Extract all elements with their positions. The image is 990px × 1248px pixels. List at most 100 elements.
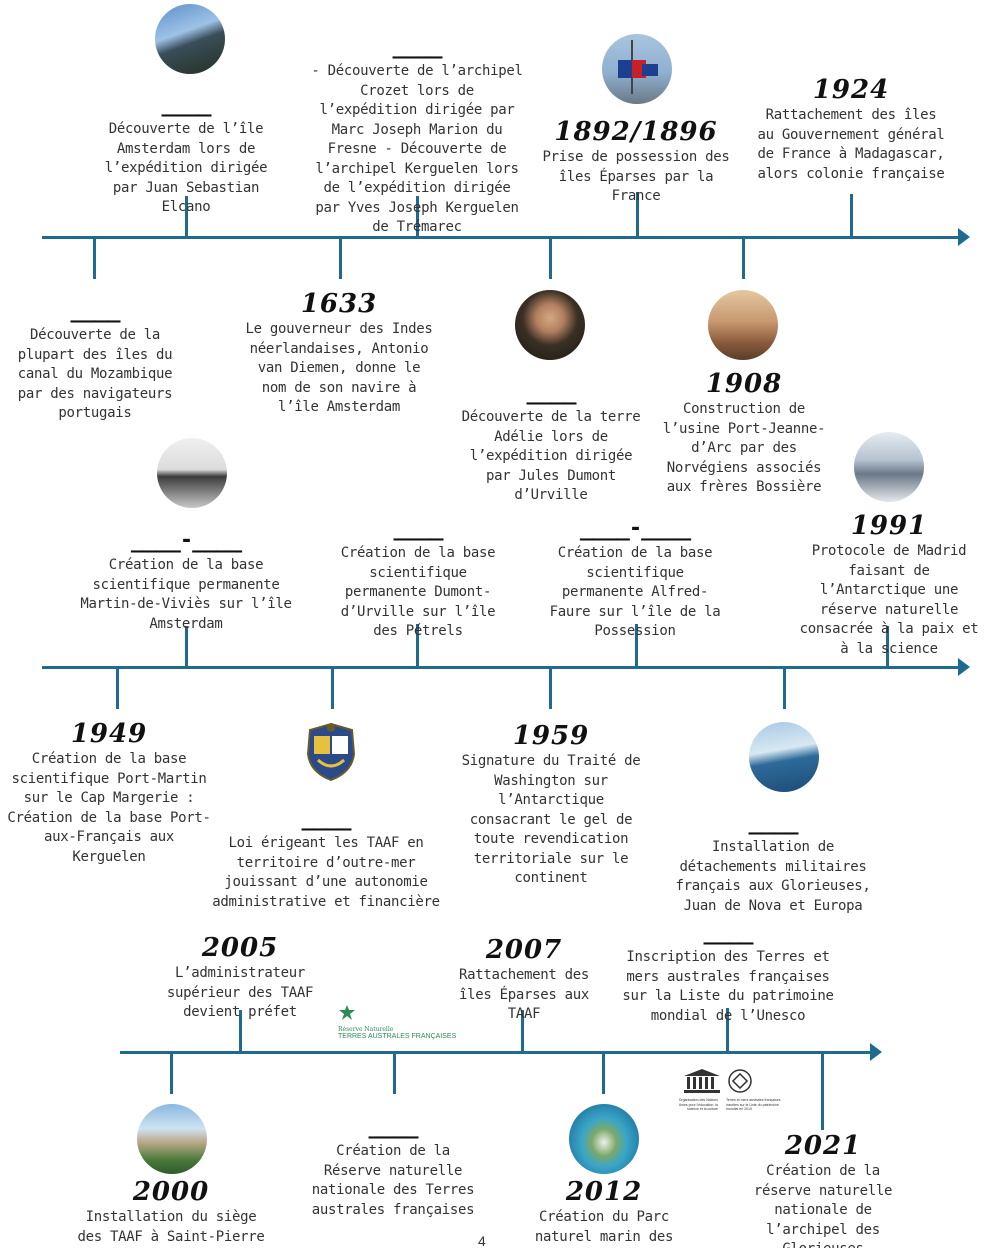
event-desc: Découverte de la terre Adélie lors de l’…	[461, 409, 641, 503]
event-dumont-durville-base: ____ Création de la base scientifique pe…	[328, 518, 508, 642]
event-desc: L’administrateur supérieur des TAAF devi…	[166, 965, 314, 1020]
event-year: ____-____	[130, 528, 242, 553]
event-desc: Découverte de l’île Amsterdam lors de l’…	[104, 121, 268, 215]
tick	[339, 237, 342, 279]
reserve-naturelle-icon	[339, 1005, 355, 1020]
tick	[170, 1052, 173, 1094]
event-year: ____	[392, 34, 443, 59]
event-elcano: ____ Découverte de l’île Amsterdam lors …	[96, 94, 276, 218]
photo-saint-pierre-building	[137, 1104, 207, 1174]
event-year: 1959	[512, 721, 590, 751]
tick	[185, 626, 188, 668]
tick	[416, 624, 419, 668]
tick	[821, 1052, 824, 1130]
event-year: ____	[393, 516, 444, 541]
event-year: 1892/1896	[554, 117, 718, 147]
event-rattachement-2007: 2007 Rattachement des îles Éparses aux T…	[442, 934, 606, 1025]
photo-flag-raising	[602, 34, 672, 104]
event-desc: Découverte de la plupart des îles du can…	[17, 327, 173, 421]
event-desc: Inscription des Terres et mers australes…	[622, 949, 834, 1024]
event-madagascar: 1924 Rattachement des îles au Gouverneme…	[756, 74, 946, 184]
event-year: 1949	[70, 719, 148, 749]
tick	[393, 1052, 396, 1094]
unesco-logo: Organisation des Nations Unies pour l’éd…	[672, 1068, 788, 1120]
event-year: 2000	[132, 1177, 210, 1207]
event-desc: Prise de possession des îles Éparses par…	[542, 149, 730, 204]
event-year: ____	[703, 920, 754, 945]
timeline-axis-1	[42, 236, 960, 239]
event-washington: 1959 Signature du Traité de Washington s…	[458, 720, 644, 889]
event-crozet-kerguelen: ____ - Découverte de l’archipel Crozet l…	[308, 36, 526, 238]
event-year: ____-____	[579, 516, 691, 541]
event-port-martin: 1949 Création de la base scientifique Po…	[6, 718, 212, 867]
axis-arrow-3	[870, 1043, 882, 1061]
event-alfred-faure: ____-____ Création de la base scientifiq…	[542, 518, 728, 642]
event-year: 2007	[485, 935, 563, 965]
event-year: 2005	[201, 933, 279, 963]
unesco-org-text: Organisation des Nations Unies pour l’éd…	[678, 1098, 718, 1111]
event-desc: Création du Parc naturel marin des Glori…	[534, 1209, 674, 1245]
photo-snowy-mountain	[854, 432, 924, 502]
event-reserve-naturelle: ____ Création de la Réserve naturelle na…	[304, 1116, 482, 1220]
event-year: 1908	[705, 369, 783, 399]
tick	[239, 1010, 242, 1052]
photo-glorieuses-aerial	[749, 722, 819, 792]
reserve-logo-line2: TERRES AUSTRALES FRANÇAISES	[338, 1033, 457, 1040]
event-martin-de-vivies: ____-____ Création de la base scientifiq…	[62, 530, 310, 634]
event-desc: Rattachement des îles Éparses aux TAAF	[458, 967, 590, 1022]
event-prefet: 2005 L’administrateur supérieur des TAAF…	[150, 932, 330, 1023]
timeline-axis-2	[42, 666, 960, 669]
page-number: 4	[478, 1233, 486, 1248]
event-parc-naturel: 2012 Création du Parc naturel marin des …	[520, 1176, 688, 1248]
reserve-naturelle-logo: Réserve Naturelle TERRES AUSTRALES FRANÇ…	[338, 1004, 468, 1041]
event-unesco: ____ Inscription des Terres et mers aust…	[616, 922, 840, 1026]
tick	[742, 237, 745, 279]
event-year: 2021	[784, 1131, 862, 1161]
flag-icon	[618, 40, 658, 94]
event-year: 1633	[300, 289, 378, 319]
event-militaires: ____ Installation de détachements milita…	[662, 812, 884, 916]
unesco-heritage-text: Terres et mers australes françaises insc…	[726, 1098, 781, 1111]
tick	[602, 1052, 605, 1094]
tick	[886, 626, 889, 668]
event-desc: Création de la base scientifique Port-Ma…	[7, 751, 211, 865]
tick	[635, 624, 638, 668]
tick	[93, 237, 96, 279]
taaf-coat-of-arms-icon	[300, 720, 362, 784]
event-glorieuses-2021: 2021 Création de la réserve naturelle na…	[738, 1130, 908, 1248]
event-adelie: ____ Découverte de la terre Adélie lors …	[456, 382, 646, 506]
event-usine: 1908 Construction de l’usine Port-Jeanne…	[654, 368, 834, 498]
event-desc: Installation du siège des TAAF à Saint-P…	[77, 1209, 265, 1245]
event-year: ____	[526, 380, 577, 405]
event-desc: Création de la base scientifique permane…	[340, 545, 496, 639]
event-mozambique: ____ Découverte de la plupart des îles d…	[2, 300, 188, 424]
photo-amsterdam-cliff	[155, 4, 225, 74]
event-year: ____	[70, 298, 121, 323]
axis-arrow-2	[958, 658, 970, 676]
event-year: ____	[301, 806, 352, 831]
event-year: ____	[748, 810, 799, 835]
event-year: ____	[161, 92, 212, 117]
event-desc: Signature du Traité de Washington sur l’…	[461, 753, 641, 886]
event-madrid: 1991 Protocole de Madrid faisant de l’An…	[792, 510, 986, 659]
event-desc: Protocole de Madrid faisant de l’Antarct…	[799, 543, 979, 657]
event-van-diemen: 1633 Le gouverneur des Indes néerlandais…	[244, 288, 434, 418]
event-desc: Création de la base scientifique permane…	[549, 545, 721, 639]
event-eparses: 1892/1896 Prise de possession des îles É…	[538, 116, 734, 207]
event-loi-taaf: ____ Loi érigeant les TAAF en territoire…	[212, 808, 440, 912]
event-desc: Installation de détachements militaires …	[675, 839, 871, 914]
event-siege: 2000 Installation du siège des TAAF à Sa…	[70, 1176, 272, 1248]
photo-dumont-durville-portrait	[515, 290, 585, 360]
tick	[331, 667, 334, 709]
event-desc: Le gouverneur des Indes néerlandaises, A…	[245, 321, 433, 415]
event-desc: Création de la réserve naturelle nationa…	[753, 1163, 893, 1248]
tick	[116, 667, 119, 709]
tick	[726, 1008, 729, 1052]
reserve-logo-line1: Réserve Naturelle	[338, 1026, 394, 1033]
event-year: 1924	[812, 75, 890, 105]
tick	[521, 1010, 524, 1052]
world-heritage-icon	[728, 1069, 752, 1093]
tick	[549, 237, 552, 279]
tick	[185, 196, 188, 238]
